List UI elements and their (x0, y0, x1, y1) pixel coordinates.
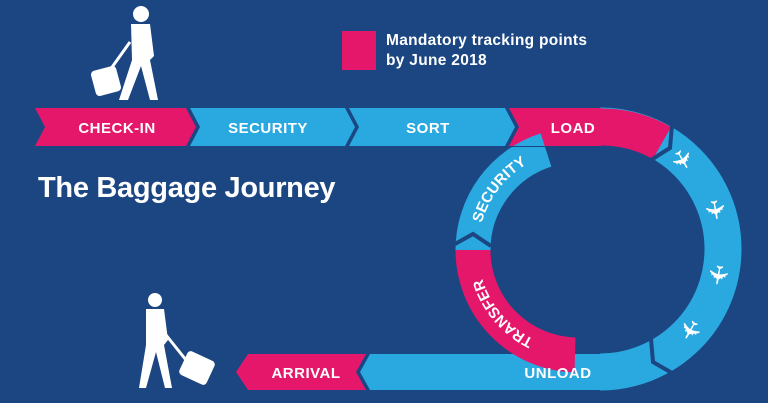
arriving-traveler-icon (139, 293, 215, 388)
step-flight (599, 107, 742, 391)
legend-swatch-mandatory (342, 31, 376, 70)
label-load: LOAD (551, 120, 596, 137)
legend-text: Mandatory tracking points by June 2018 (386, 31, 587, 71)
label-checkin: CHECK-IN (78, 120, 155, 137)
legend-line-2: by June 2018 (386, 52, 487, 69)
airplane-icon: ✈ (700, 261, 733, 288)
step-arrival (236, 354, 366, 390)
label-unload: UNLOAD (524, 365, 591, 382)
chevron-divider (649, 124, 674, 162)
label-security: SECURITY (228, 120, 308, 137)
legend: Mandatory tracking points by June 2018 (342, 31, 587, 71)
step-transfer (455, 249, 577, 373)
step-checkin (35, 108, 196, 146)
label-sort: SORT (406, 120, 450, 137)
step-security (190, 108, 355, 146)
walking-traveler-icon (90, 6, 158, 100)
label-arrival: ARRIVAL (271, 365, 340, 382)
chevron-divider (649, 338, 674, 375)
chevron-divider (454, 231, 493, 248)
airplane-icon: ✈ (697, 197, 730, 224)
step-sort (349, 108, 515, 146)
page-title: The Baggage Journey (38, 172, 336, 204)
legend-line-1: Mandatory tracking points (386, 32, 588, 49)
step-load (599, 108, 672, 160)
